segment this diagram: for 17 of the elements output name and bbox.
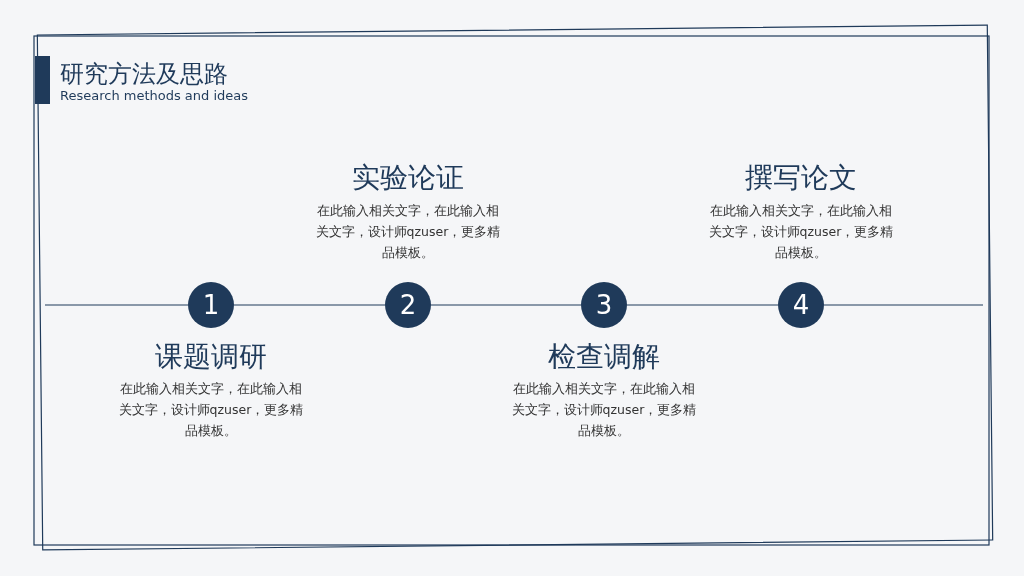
step-heading: 课题调研 bbox=[154, 339, 268, 375]
step-description: 在此输入相关文字，在此输入相关文字，设计师qzuser，更多精品模板。 bbox=[510, 380, 698, 440]
connector-line bbox=[430, 304, 582, 306]
step-description: 在此输入相关文字，在此输入相关文字，设计师qzuser，更多精品模板。 bbox=[117, 380, 305, 440]
connector-line bbox=[626, 304, 779, 306]
step-description: 在此输入相关文字，在此输入相关文字，设计师qzuser，更多精品模板。 bbox=[707, 202, 895, 262]
step-heading: 实验论证 bbox=[351, 160, 465, 196]
numbered-circle: 1 bbox=[188, 282, 234, 328]
slide-subtitle: Research methods and ideas bbox=[60, 88, 249, 103]
slide-title: 研究方法及思路 bbox=[60, 59, 228, 90]
step-heading: 检查调解 bbox=[547, 339, 661, 375]
connector-line bbox=[233, 304, 386, 306]
numbered-circle: 3 bbox=[581, 282, 627, 328]
numbered-circle: 4 bbox=[778, 282, 824, 328]
step-heading: 撰写论文 bbox=[744, 160, 858, 196]
numbered-circle: 2 bbox=[385, 282, 431, 328]
step-description: 在此输入相关文字，在此输入相关文字，设计师qzuser，更多精品模板。 bbox=[314, 202, 502, 262]
